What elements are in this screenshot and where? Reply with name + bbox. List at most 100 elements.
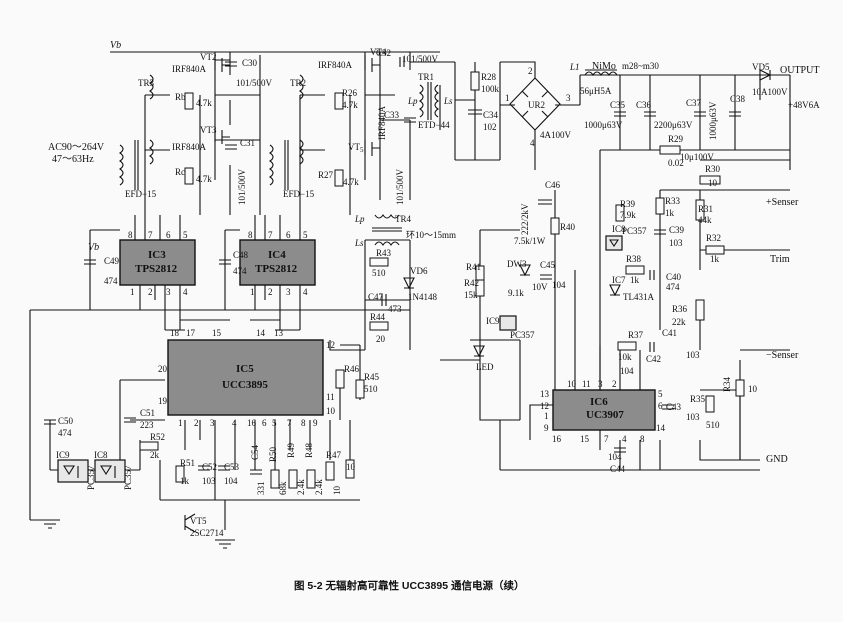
- ic6-pin3: 3: [598, 379, 603, 389]
- r33-val: 1k: [665, 208, 675, 218]
- ic5-pin15: 15: [212, 328, 222, 338]
- c50-ref: C50: [58, 416, 74, 426]
- ic6-pin10: 10: [567, 379, 577, 389]
- r30-val: 10: [708, 178, 718, 188]
- vt5b-val: 2SC2714: [190, 528, 224, 538]
- c45-val: 10V: [532, 282, 548, 292]
- capacitors-top: C30 101/500V C31 101/500V C32 101/500V C…: [225, 48, 439, 205]
- ic6-pin9: 9: [544, 423, 549, 433]
- vt5b-ref: VT5: [190, 516, 207, 526]
- c32-ref: C32: [376, 48, 391, 58]
- l1-ref: L1: [569, 62, 580, 72]
- ur2-rating: 4A100V: [540, 130, 571, 140]
- ic5-pin7: 7: [287, 418, 292, 428]
- ic4-pin5: 5: [303, 230, 308, 240]
- r28-ref: R28: [481, 72, 497, 82]
- ic5-part: UCC3895: [222, 379, 268, 391]
- m28-label: m28~m30: [622, 61, 659, 71]
- c34-val: 102: [483, 122, 497, 132]
- ic6-pin11: 11: [582, 379, 591, 389]
- ic6-ref: IC6: [590, 396, 608, 408]
- c33-ref: C33: [384, 110, 400, 120]
- senser-plus: +Senser: [766, 197, 799, 208]
- r34-val: 10: [748, 384, 758, 394]
- startup-circuit: C46 222/2kV R40 7.5k/1W R41 DW3 9.1k C45…: [464, 180, 576, 372]
- mosfet-vt3: VT3 IRF840A: [172, 125, 230, 152]
- rb-ref: Rb: [175, 92, 186, 102]
- ic5-pin5: 5: [272, 418, 277, 428]
- ic5-pin3: 3: [210, 418, 215, 428]
- ic5-pin4: 4: [232, 418, 237, 428]
- ic3-pin1: 1: [130, 287, 135, 297]
- ic5-ref: IC5: [236, 363, 254, 375]
- vt3-type: IRF840A: [172, 142, 207, 152]
- ic3-pin4: 4: [183, 287, 188, 297]
- ic3-part: TPS2812: [135, 263, 178, 275]
- c54-val: 331: [256, 482, 266, 496]
- optocouplers-left: IC9 PC357 IC8 PC357: [56, 450, 133, 490]
- ic4-ref: IC4: [268, 249, 286, 261]
- ic6-pin12: 12: [540, 401, 549, 411]
- trim-label: Trim: [770, 254, 790, 265]
- ic3-pin8: 8: [128, 230, 133, 240]
- r47b-val: 10: [346, 462, 356, 472]
- ic8-optocoupler-right: IC8 PC357: [605, 224, 647, 251]
- input-freq: 47～63Hz: [52, 154, 94, 165]
- c38-ref: C38: [730, 94, 746, 104]
- r49-val: 2.4k: [296, 479, 306, 495]
- r36-ref: R36: [672, 304, 688, 314]
- c47-ref: C47: [368, 292, 384, 302]
- ic3-pin7: 7: [148, 230, 153, 240]
- ring-label: 环10～15mm: [406, 230, 456, 240]
- ur2-pin4: 4: [530, 138, 535, 148]
- transformer-tr4: TR4 Lp Ls 环10～15mm: [354, 214, 456, 248]
- output-caps: C35 1000μ63V C36 2200μ63V C37 1000μ63V C…: [584, 94, 746, 162]
- ic6-pin6: 6: [658, 401, 663, 411]
- ic6-uc3907: IC6 UC3907 10 11 3 2 13 12 1 9 16 15 7 4…: [540, 379, 666, 444]
- r39-ref: R39: [620, 199, 636, 209]
- c37-ref: C37: [686, 98, 702, 108]
- r26-ref: R26: [342, 88, 358, 98]
- ground-symbols: [40, 519, 235, 549]
- r52-val: 2k: [150, 450, 160, 460]
- ic3-ref: IC3: [148, 249, 166, 261]
- left-passives: C49 474 C48 474 C50 474 C51 223 R52 2k R…: [44, 250, 380, 495]
- r46-ref: R46: [344, 364, 360, 374]
- ic6-pin16: 16: [552, 434, 562, 444]
- r32-ref: R32: [706, 233, 721, 243]
- bridge-ur2: UR2 2 1 3 4 4A100V: [505, 66, 571, 148]
- ic9r-ref: IC9: [486, 316, 500, 326]
- ic5-pin2: 2: [194, 418, 199, 428]
- ic6-pin7: 7: [604, 434, 609, 444]
- ic5-pin13: 13: [274, 328, 284, 338]
- c48-val: 474: [233, 266, 247, 276]
- ic9l-ref: IC9: [56, 450, 70, 460]
- r50-ref: R50: [268, 446, 278, 462]
- etd-label: ETD−44: [418, 120, 450, 130]
- rc-val: 4.7k: [196, 174, 212, 184]
- c36-ref: C36: [636, 100, 652, 110]
- c50-val: 474: [58, 428, 72, 438]
- tr4-ls: Ls: [354, 238, 364, 248]
- c39-val: 103: [669, 238, 683, 248]
- ic5-ucc3895: IC5 UCC3895 18 17 15 14 13 12 20 19 1 2 …: [158, 328, 336, 428]
- c33-val: 101/500V: [395, 168, 405, 205]
- dw3-ref: DW3: [507, 259, 527, 269]
- efd-mid: EFD−15: [283, 189, 315, 199]
- vt4-type: IRF840A: [318, 60, 353, 70]
- r51-val: 1k: [180, 476, 190, 486]
- vt2-type: IRF840A: [172, 64, 207, 74]
- rb-val: 4.7k: [196, 98, 212, 108]
- output-stage: L1 NiMo m28~m30 56μH5A VD5 OUTPUT 10A100…: [569, 61, 820, 110]
- nimo-label: NiMo: [592, 61, 616, 72]
- r45-val: 510: [364, 384, 378, 394]
- led-label: LED: [476, 362, 494, 372]
- ic6-part: UC3907: [586, 409, 624, 421]
- transistor-2sc2714: VT5 2SC2714: [184, 513, 224, 538]
- c40-val: 474: [666, 282, 680, 292]
- r40-ref: R40: [560, 222, 576, 232]
- ic5-pin12: 12: [326, 340, 335, 350]
- c42-ref: C42: [646, 354, 661, 364]
